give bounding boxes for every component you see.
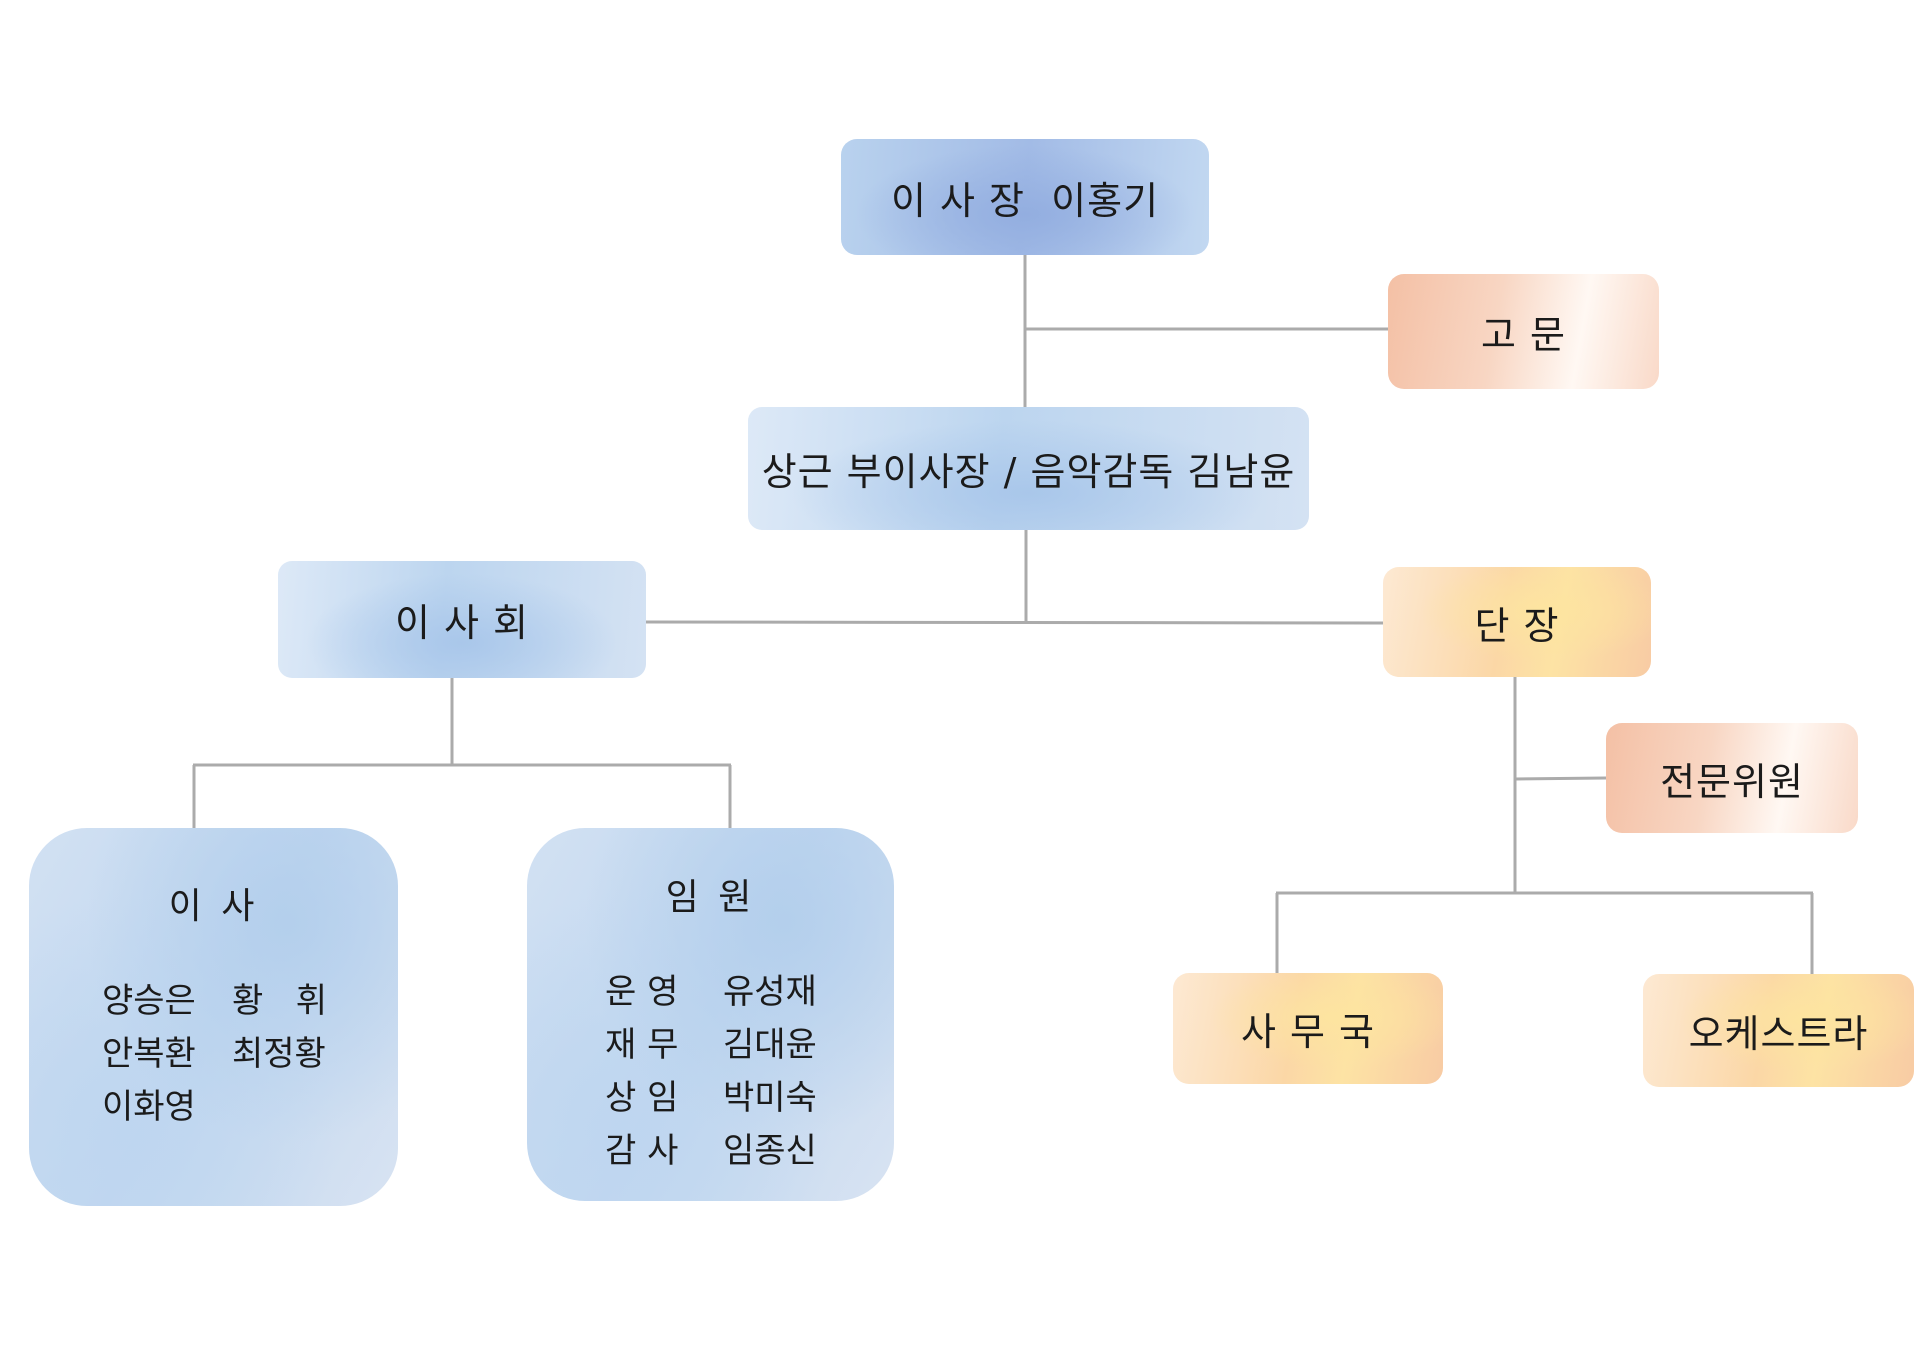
expert-committee-box: 전문위원: [1606, 723, 1858, 833]
expert-committee-label: 전문위원: [1660, 759, 1804, 804]
board-box: 이 사 회: [278, 561, 646, 678]
director-name: 황 휘: [232, 981, 327, 1021]
advisor-box: 고 문: [1388, 274, 1659, 389]
chairman-label: 이 사 장 이홍기: [890, 178, 1160, 223]
officers-title: 임 원: [665, 877, 756, 918]
director-name: 최정황: [232, 1034, 326, 1074]
advisor-label: 고 문: [1481, 313, 1566, 357]
officer-name: 유성재: [723, 972, 817, 1012]
orchestra-box: 오케스트라: [1643, 974, 1914, 1087]
connector-board-leader: [643, 620, 1384, 625]
board-label: 이 사 회: [394, 601, 530, 645]
vice-chairman-box: 상근 부이사장 / 음악감독 김남윤: [748, 407, 1309, 530]
officer-role: 상 임: [605, 1078, 679, 1118]
officer-name: 박미숙: [723, 1078, 817, 1118]
director-name: 양승은: [102, 981, 196, 1021]
officers-group: 임 원 운 영 유성재 재 무 김대윤 상 임 박미숙 감 사 임종신: [527, 828, 894, 1201]
officers-members: 운 영 유성재 재 무 김대윤 상 임 박미숙 감 사 임종신: [605, 966, 853, 1178]
leader-box: 단 장: [1383, 567, 1651, 677]
chairman-box: 이 사 장 이홍기: [841, 139, 1209, 255]
connector-expert: [1514, 776, 1607, 781]
directors-members: 양승은 황 휘 안복환 최정황 이화영: [102, 975, 362, 1134]
officer-role: 재 무: [605, 1025, 679, 1065]
leader-label: 단 장: [1474, 603, 1560, 648]
director-name: 이화영: [102, 1087, 196, 1127]
secretariat-box: 사 무 국: [1173, 973, 1443, 1084]
officer-name: 임종신: [723, 1131, 817, 1171]
officer-role: 감 사: [605, 1131, 679, 1171]
vice-chairman-label: 상근 부이사장 / 음악감독 김남윤: [761, 450, 1296, 494]
officer-role: 운 영: [605, 972, 679, 1012]
directors-title: 이 사: [168, 886, 259, 927]
director-name: 안복환: [102, 1034, 196, 1074]
secretariat-label: 사 무 국: [1240, 1010, 1376, 1054]
officer-name: 김대윤: [723, 1025, 817, 1065]
directors-group: 이 사 양승은 황 휘 안복환 최정황 이화영: [29, 828, 398, 1206]
orchestra-label: 오케스트라: [1688, 1012, 1869, 1056]
